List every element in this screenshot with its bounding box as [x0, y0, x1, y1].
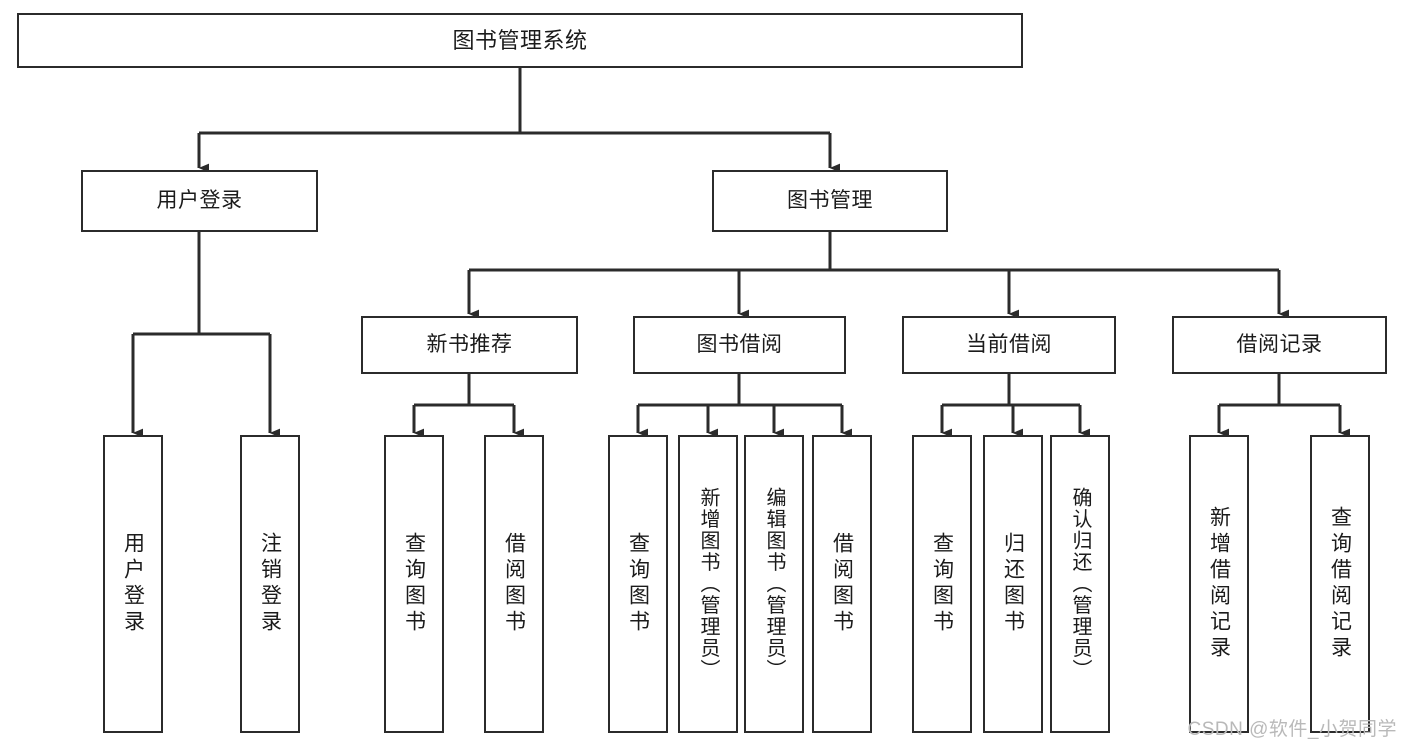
- node-user-login[interactable]: 用户登录: [81, 170, 318, 232]
- node-leaf-borrow-book-rec[interactable]: 借阅图书: [484, 435, 544, 733]
- node-leaf-query-record[interactable]: 查询借阅记录: [1310, 435, 1370, 733]
- node-leaf-add-record[interactable]: 新增借阅记录: [1189, 435, 1249, 733]
- node-leaf-add-book-label: 新增图书（管理员）: [697, 487, 719, 681]
- node-leaf-user-login[interactable]: 用户登录: [103, 435, 163, 733]
- node-book-manage[interactable]: 图书管理: [712, 170, 948, 232]
- node-leaf-query-book-cur[interactable]: 查询图书: [912, 435, 972, 733]
- node-leaf-confirm-return[interactable]: 确认归还（管理员）: [1050, 435, 1110, 733]
- node-current-borrow-label: 当前借阅: [966, 332, 1052, 356]
- node-current-borrow[interactable]: 当前借阅: [902, 316, 1116, 374]
- node-leaf-edit-book[interactable]: 编辑图书（管理员）: [744, 435, 804, 733]
- node-leaf-query-book-cur-label: 查询图书: [930, 532, 954, 636]
- node-book-manage-label: 图书管理: [787, 188, 873, 212]
- node-leaf-user-login-label: 用户登录: [121, 532, 145, 636]
- node-borrow-record[interactable]: 借阅记录: [1172, 316, 1387, 374]
- node-leaf-return-book[interactable]: 归还图书: [983, 435, 1043, 733]
- node-new-book-rec[interactable]: 新书推荐: [361, 316, 578, 374]
- node-leaf-add-record-label: 新增借阅记录: [1207, 506, 1231, 662]
- node-leaf-query-book-rec-label: 查询图书: [402, 532, 426, 636]
- node-root-system-label: 图书管理系统: [452, 27, 588, 53]
- node-leaf-confirm-return-label: 确认归还（管理员）: [1069, 487, 1091, 681]
- node-leaf-query-book-borrow-label: 查询图书: [626, 532, 650, 636]
- node-root-system[interactable]: 图书管理系统: [17, 13, 1023, 68]
- node-leaf-borrow-book-label: 借阅图书: [830, 532, 854, 636]
- node-leaf-edit-book-label: 编辑图书（管理员）: [763, 487, 785, 681]
- node-leaf-logout-label: 注销登录: [258, 532, 282, 636]
- node-leaf-borrow-book[interactable]: 借阅图书: [812, 435, 872, 733]
- node-leaf-query-book-borrow[interactable]: 查询图书: [608, 435, 668, 733]
- csdn-watermark: CSDN @软件_小贺同学: [1187, 719, 1397, 740]
- node-book-borrow[interactable]: 图书借阅: [633, 316, 846, 374]
- node-book-borrow-label: 图书借阅: [696, 332, 783, 356]
- node-leaf-logout[interactable]: 注销登录: [240, 435, 300, 733]
- node-new-book-rec-label: 新书推荐: [426, 332, 513, 356]
- node-leaf-query-record-label: 查询借阅记录: [1328, 506, 1352, 662]
- node-leaf-borrow-book-rec-label: 借阅图书: [502, 532, 526, 636]
- node-user-login-label: 用户登录: [156, 188, 243, 212]
- node-leaf-return-book-label: 归还图书: [1001, 532, 1025, 636]
- node-borrow-record-label: 借阅记录: [1236, 332, 1323, 356]
- node-leaf-query-book-rec[interactable]: 查询图书: [384, 435, 444, 733]
- node-leaf-add-book[interactable]: 新增图书（管理员）: [678, 435, 738, 733]
